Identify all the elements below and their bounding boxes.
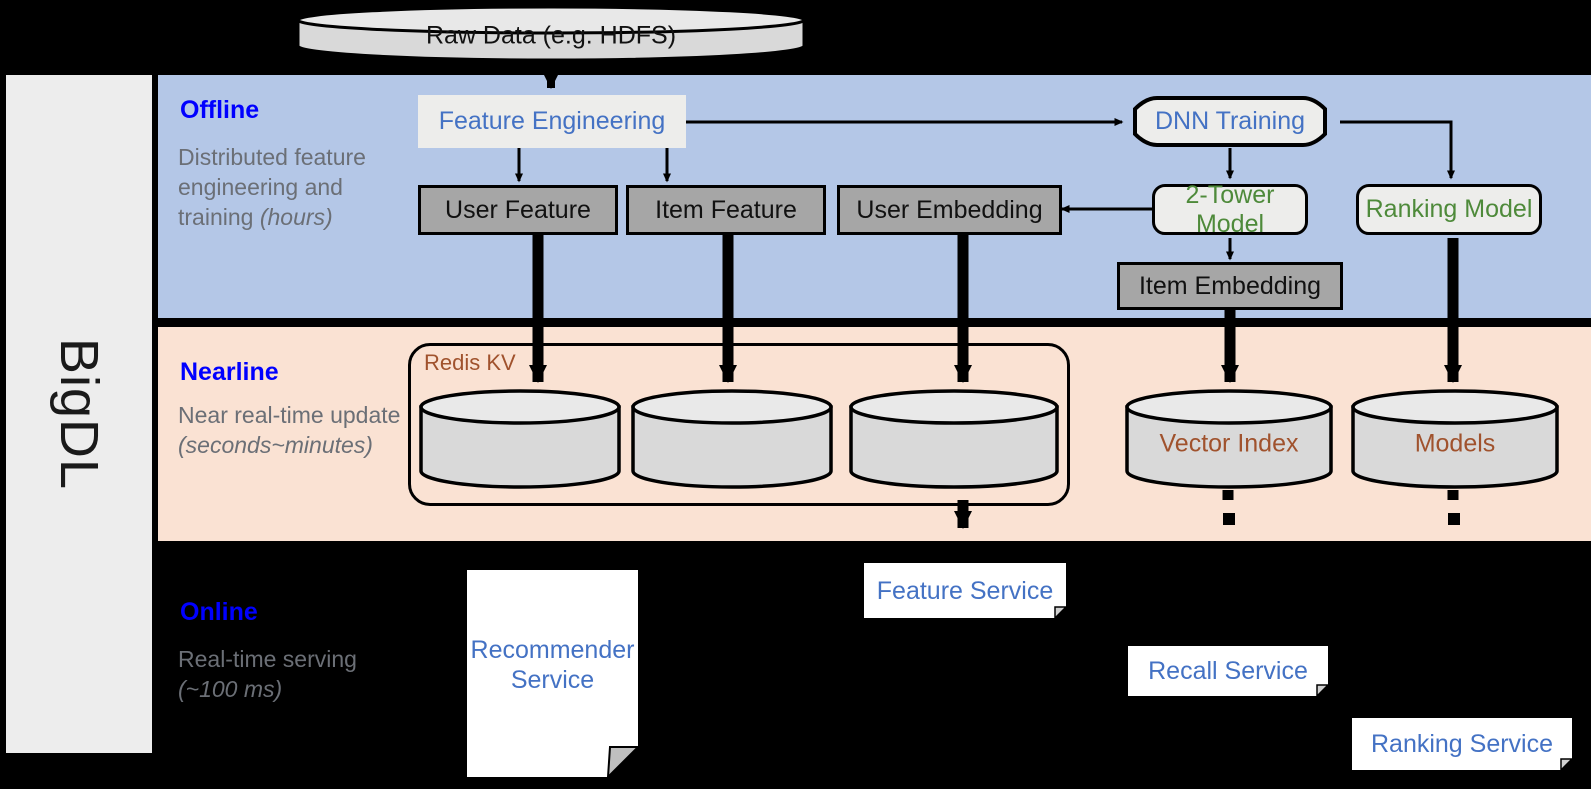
item-embedding-box[interactable]: Item Embedding xyxy=(1117,262,1343,310)
offline-subtitle-plain: Distributed feature engineering and trai… xyxy=(178,144,366,230)
feature-engineering-box[interactable]: Feature Engineering xyxy=(418,95,686,148)
two-tower-model-box[interactable]: 2-Tower Model xyxy=(1152,181,1308,238)
feature-service-label: Feature Service xyxy=(876,576,1054,605)
raw-data-cylinder: Raw Data (e.g. HDFS) xyxy=(295,4,807,62)
bigdl-label: BigDL xyxy=(49,337,110,491)
item-feature-store-cylinder xyxy=(630,388,834,490)
ranking-model-label: Ranking Model xyxy=(1365,195,1533,223)
models-label: Models xyxy=(1414,429,1496,458)
dnn-training-label: DNN Training xyxy=(1154,107,1306,135)
raw-data-label: Raw Data (e.g. HDFS) xyxy=(425,21,677,50)
user-embedding-box[interactable]: User Embedding xyxy=(837,185,1062,235)
nearline-subtitle-italic: (seconds~minutes) xyxy=(178,432,373,458)
user-feature-store-cylinder xyxy=(418,388,622,490)
offline-subtitle-italic: (hours) xyxy=(259,204,333,230)
item-feature-label: Item Feature xyxy=(655,195,797,224)
nearline-subtitle: Near real-time update (seconds~minutes) xyxy=(178,400,418,460)
online-subtitle-plain: Real-time serving xyxy=(178,646,357,672)
item-feature-box[interactable]: Item Feature xyxy=(626,185,826,235)
item-embedding-label: Item Embedding xyxy=(1138,271,1322,300)
user-feature-box[interactable]: User Feature xyxy=(418,185,618,235)
offline-subtitle: Distributed feature engineering and trai… xyxy=(178,142,393,232)
two-tower-model-label: 2-Tower Model xyxy=(1185,180,1275,238)
feature-service-doc[interactable]: Feature Service xyxy=(864,563,1066,618)
ranking-service-doc[interactable]: Ranking Service xyxy=(1352,718,1572,770)
vector-index-label: Vector Index xyxy=(1159,429,1299,458)
bigdl-sidebar: BigDL xyxy=(6,75,152,753)
online-subtitle: Real-time serving (~100 ms) xyxy=(178,644,393,704)
online-title: Online xyxy=(180,598,258,626)
offline-title: Offline xyxy=(180,96,260,124)
user-feature-label: User Feature xyxy=(445,195,591,224)
nearline-subtitle-plain: Near real-time update xyxy=(178,402,401,428)
dnn-training-box[interactable]: DNN Training xyxy=(1132,95,1328,148)
recall-service-label: Recall Service xyxy=(1148,657,1308,685)
ranking-service-label: Ranking Service xyxy=(1370,730,1554,758)
models-cylinder: Models xyxy=(1350,388,1560,490)
nearline-title: Nearline xyxy=(180,358,279,386)
recommender-service-label: Recommender Service xyxy=(467,570,638,777)
user-embedding-label: User Embedding xyxy=(856,195,1043,224)
recommender-service-line2: Service xyxy=(510,665,595,694)
recommender-service-line1: Recommender xyxy=(470,635,635,664)
vector-index-cylinder: Vector Index xyxy=(1124,388,1334,490)
user-embedding-store-cylinder xyxy=(848,388,1060,490)
redis-kv-container xyxy=(408,343,1070,506)
redis-kv-label: Redis KV xyxy=(424,350,516,375)
ranking-model-box[interactable]: Ranking Model xyxy=(1356,184,1542,235)
online-subtitle-italic: (~100 ms) xyxy=(178,676,283,702)
recommender-service-doc[interactable]: Recommender Service xyxy=(467,570,638,777)
feature-engineering-label: Feature Engineering xyxy=(438,107,666,135)
recall-service-doc[interactable]: Recall Service xyxy=(1128,646,1328,696)
